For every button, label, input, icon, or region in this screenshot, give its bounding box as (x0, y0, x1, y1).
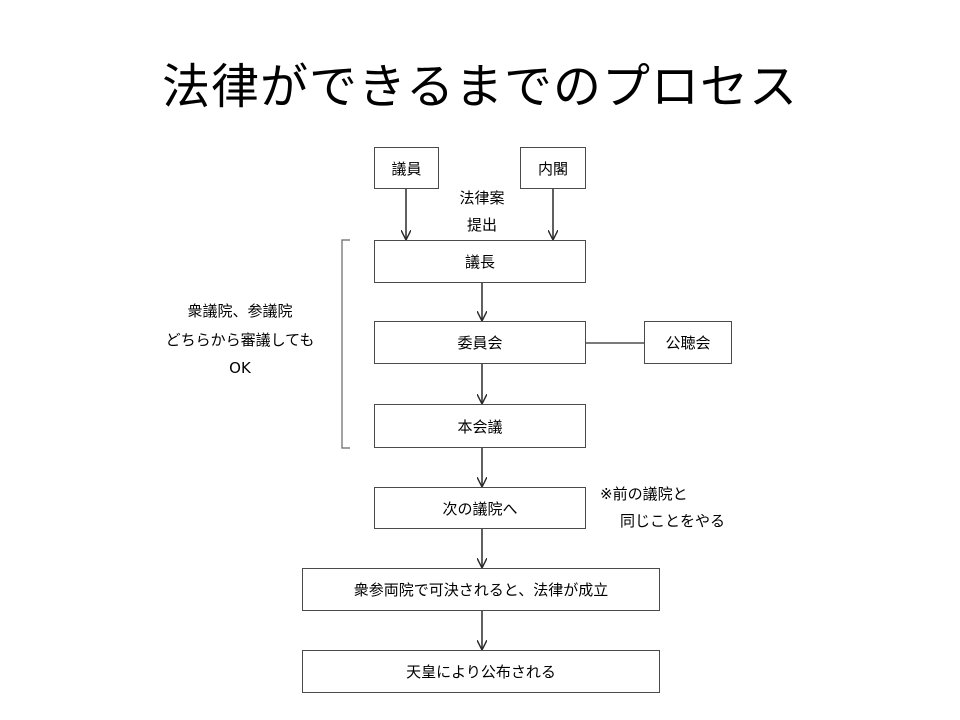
node-honkaigi: 本会議 (374, 404, 586, 448)
label-teishutsu-1: 法律案 (459, 189, 505, 207)
label-teishutsu-2: 提出 (466, 216, 497, 234)
chamber-bracket (341, 239, 350, 449)
node-kofu: 天皇により公布される (302, 650, 660, 693)
node-tsugi: 次の議院へ (374, 487, 586, 529)
label-either-chamber-3: OK (229, 359, 251, 377)
node-seiritsu: 衆参両院で可決されると、法律が成立 (302, 568, 660, 611)
label-either-chamber-2: どちらから審議しても (165, 331, 315, 349)
label-note-2: 同じことをやる (620, 512, 726, 530)
label-either-chamber-1: 衆議院、参議院 (187, 302, 293, 320)
node-iinkai: 委員会 (374, 321, 586, 364)
page-title: 法律ができるまでのプロセス (161, 59, 799, 115)
node-gicho: 議長 (374, 240, 586, 283)
node-naikaku: 内閣 (520, 147, 586, 189)
node-giin: 議員 (374, 147, 439, 189)
node-kochokai: 公聴会 (644, 321, 732, 364)
label-note-1: ※前の議院と (600, 485, 688, 503)
